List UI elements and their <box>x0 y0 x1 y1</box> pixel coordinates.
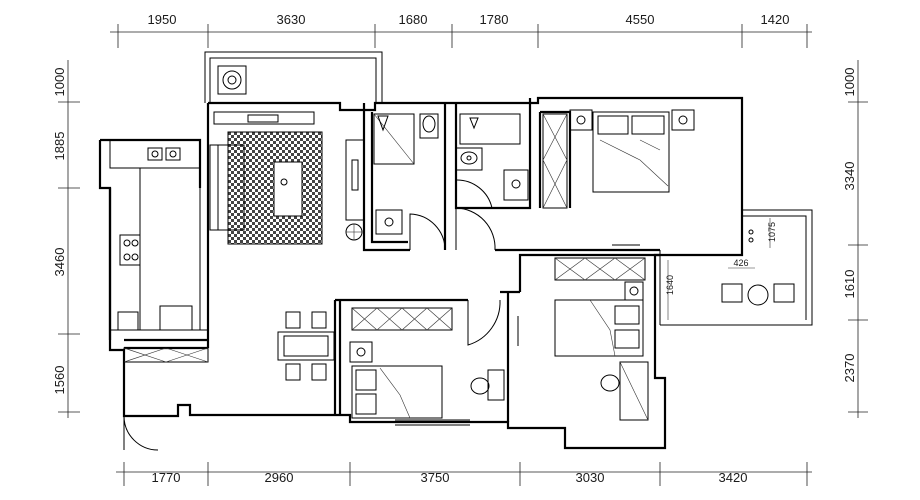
dim-bottom-5: 3420 <box>719 470 748 485</box>
laundry-balcony <box>204 51 383 103</box>
annotation-balcony-depth: 1075 <box>767 222 777 242</box>
dim-right-2: 3340 <box>842 162 857 191</box>
bathroom-1 <box>373 113 446 251</box>
bedroom-3 <box>349 299 505 426</box>
dim-left-4: 1560 <box>52 366 67 395</box>
living-room <box>206 111 365 300</box>
master-bedroom <box>542 109 695 251</box>
dining-area <box>277 311 335 381</box>
dim-top-6: 1420 <box>761 12 790 27</box>
dimension-lines <box>58 24 868 486</box>
dim-right-3: 1610 <box>842 270 857 299</box>
dim-left-2: 1885 <box>52 132 67 161</box>
dim-bottom-4: 3030 <box>576 470 605 485</box>
annotation-balcony-length: 1640 <box>665 275 675 295</box>
dim-right-1: 1000 <box>842 68 857 97</box>
dim-top-2: 3630 <box>277 12 306 27</box>
dim-right-4: 2370 <box>842 354 857 383</box>
dim-top-3: 1680 <box>399 12 428 27</box>
outer-walls <box>98 96 744 450</box>
dim-top-1: 1950 <box>148 12 177 27</box>
bathroom-2 <box>455 113 529 251</box>
dim-bottom-2: 2960 <box>265 470 294 485</box>
dim-bottom-3: 3750 <box>421 470 450 485</box>
dim-left-1: 1000 <box>52 68 67 97</box>
right-balcony <box>659 209 813 326</box>
dim-top-4: 1780 <box>480 12 509 27</box>
dim-top-5: 4550 <box>626 12 655 27</box>
dim-left-3: 3460 <box>52 248 67 277</box>
dim-bottom-1: 1770 <box>152 470 181 485</box>
annotation-balcony-width: 426 <box>733 258 748 268</box>
kitchen <box>109 139 209 451</box>
bedroom-2 <box>517 257 649 421</box>
